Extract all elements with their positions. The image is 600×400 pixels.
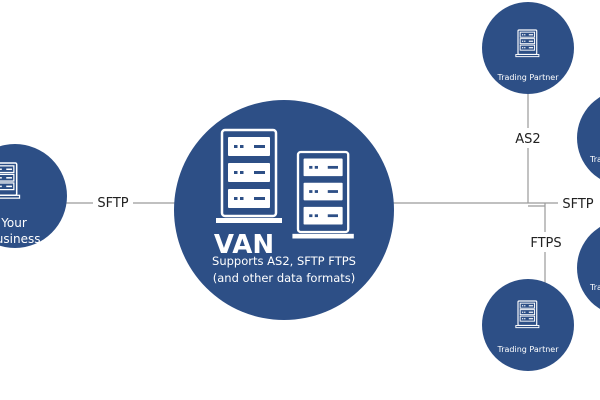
node-circle: [482, 2, 574, 94]
van-title: VAN: [214, 230, 274, 260]
node-label-line1: Your: [0, 216, 27, 230]
connection-label-business-van: SFTP: [93, 192, 133, 212]
protocol-label-ftps: FTPS: [530, 236, 561, 251]
node-trading-partner-right-lower: Trading Partner: [577, 227, 600, 309]
node-circle: [174, 100, 394, 320]
protocol-label-sftp-left: SFTP: [97, 196, 128, 211]
node-circle: [577, 227, 600, 309]
node-van: VAN Supports AS2, SFTP FTPS (and other d…: [174, 100, 394, 320]
connection-label-van-bottom: FTPS: [526, 232, 566, 252]
node-label: Trading Partner: [589, 283, 600, 292]
connection-label-van-right: SFTP: [558, 193, 600, 213]
node-label: Trading Partner: [589, 155, 600, 164]
node-your-business: Your Business: [0, 144, 67, 248]
connection-label-van-top: AS2: [511, 128, 545, 148]
protocol-label-as2: AS2: [515, 132, 540, 147]
node-trading-partner-top: Trading Partner: [482, 2, 574, 94]
node-label-line2: Business: [0, 232, 40, 246]
van-subtitle-line2: (and other data formats): [213, 271, 355, 285]
van-subtitle-line1: Supports AS2, SFTP FTPS: [212, 254, 356, 268]
node-circle: [577, 97, 600, 179]
node-label: Trading Partner: [497, 73, 560, 82]
node-trading-partner-bottom: Trading Partner: [482, 279, 574, 371]
node-label: Trading Partner: [497, 345, 560, 354]
node-trading-partner-right-upper: Trading Partner: [577, 97, 600, 179]
protocol-label-sftp-right: SFTP: [562, 197, 593, 212]
